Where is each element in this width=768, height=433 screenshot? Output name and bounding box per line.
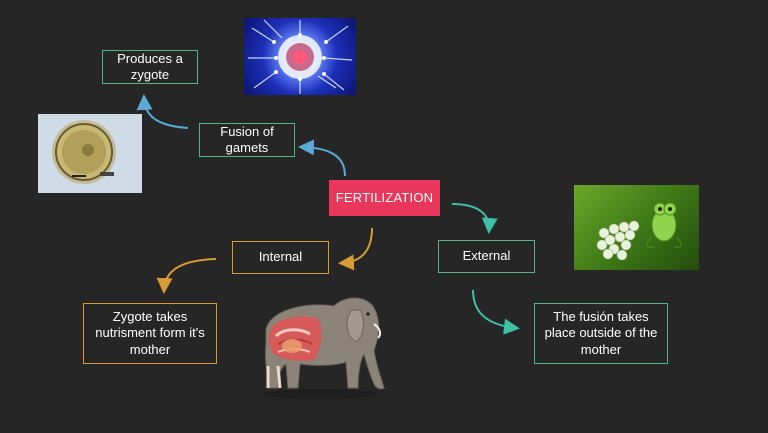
fusion-outside-box: The fusión takes place outside of the mo…	[534, 303, 668, 364]
fusion-gamets-box: Fusion of gamets	[199, 123, 295, 157]
internal-box: Internal	[232, 241, 329, 274]
fertilization-node: FERTILIZATION	[329, 180, 440, 216]
elephant-anatomy-photo	[248, 288, 392, 400]
external-box: External	[438, 240, 535, 273]
zygote-nutrisment-box: Zygote takes nutrisment form it's mother	[83, 303, 217, 364]
arrow-fertilization-to-external	[451, 203, 498, 234]
zygote-microscope-photo	[38, 114, 142, 193]
arrow-fertilization-to-internal	[338, 227, 373, 271]
sperm-egg-illustration	[248, 19, 353, 94]
arrow-fertilization-to-fusion	[298, 139, 346, 177]
arrow-internal-to-nutrisment	[156, 258, 217, 294]
produces-zygote-box: Produces a zygote	[102, 50, 198, 84]
frog-with-eggs-photo	[574, 185, 699, 270]
zygote-illustration	[52, 120, 116, 184]
sperm-egg-photo	[244, 18, 356, 95]
arrow-fusion-to-zygote	[136, 94, 189, 129]
arrow-external-to-outside	[472, 289, 520, 335]
elephant-illustration	[262, 297, 385, 399]
frog-eggs-illustration	[596, 202, 682, 261]
